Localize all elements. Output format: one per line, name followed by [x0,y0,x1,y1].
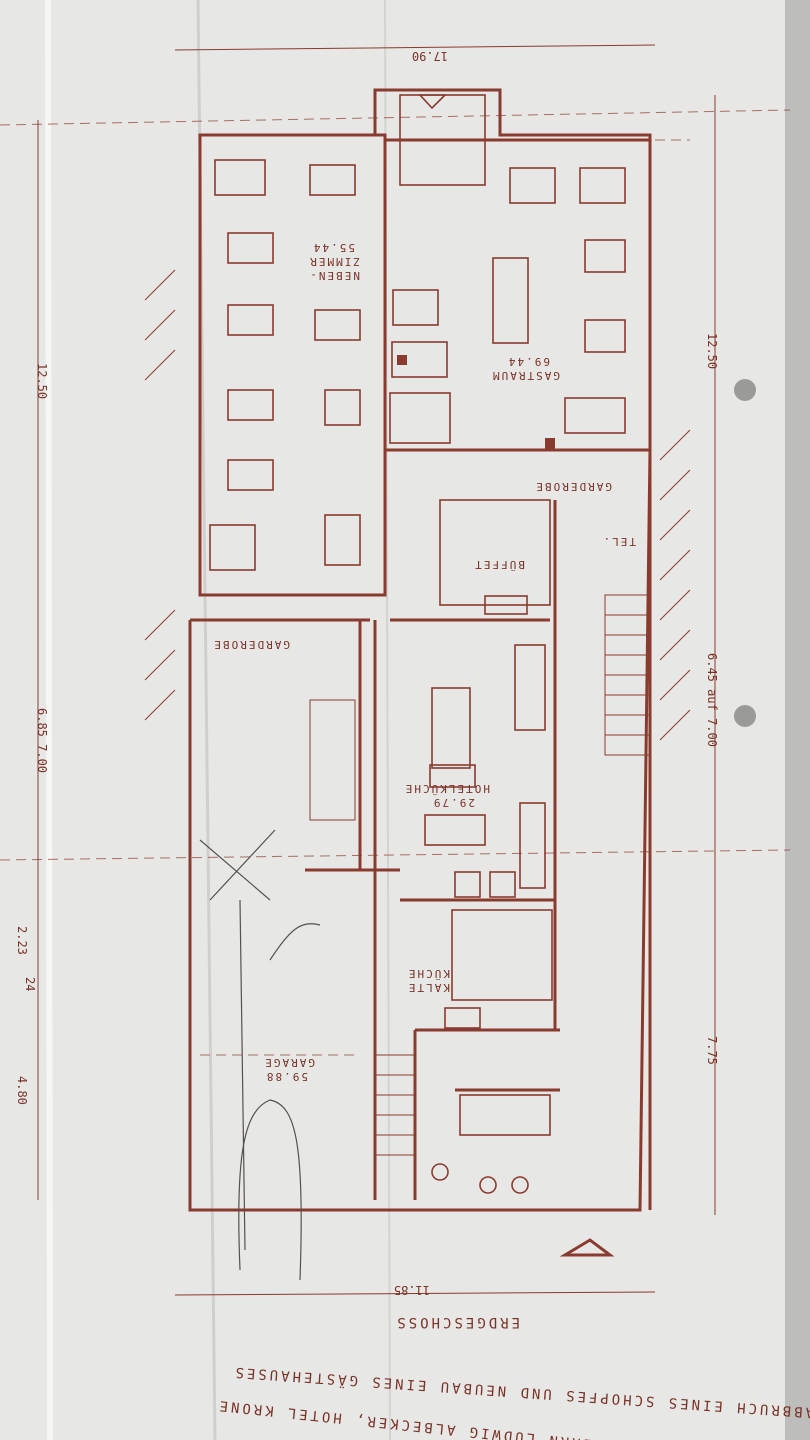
dim-left-upper: 12.50 [35,363,49,399]
room-label-kalte: KALTE [407,981,450,994]
dimension-lines: 17.90 11.85 12.50 6.45 auf 7.00 7.75 12.… [15,44,719,1297]
furniture [199,159,651,1281]
room-area-gastraum: 69.44 [507,355,550,368]
paper [0,0,785,1440]
dim-top-width: 17.90 [412,49,448,63]
room-labels: NEBEN- ZIMMER 55.44 GASTRAUM 69.44 GARDE… [212,241,636,1083]
paper-shadow [785,0,810,1440]
dim-right-middle: 6.45 auf 7.00 [705,653,719,747]
dim-bottom-width: 11.85 [394,1283,430,1297]
room-label-bueffet: BÜFFET [473,558,525,571]
fold-line [45,0,53,1440]
dim-right-lower: 7.75 [705,1036,719,1065]
room-label-tel: TEL. [602,535,637,548]
floor-label: ERDGESCHOSS [394,1314,520,1330]
room-label-hotelkueche: HOTELKÜCHE [404,782,490,795]
room-label-kueche: KÜCHE [407,967,450,980]
dim-left-middle: 6.85 7.00 [35,708,49,773]
room-label-nebenzimmer-2: ZIMMER [308,255,360,268]
punch-hole [734,705,756,727]
north-arrow-icon [559,1238,615,1257]
room-label-garderobe-right: GARDEROBE [534,480,612,493]
dim-left-tick: 24 [23,977,37,991]
dim-right-upper: 12.50 [705,333,719,369]
room-label-nebenzimmer: NEBEN- [308,269,360,282]
room-area-garage: 59.88 [265,1070,308,1083]
dim-left-a: 2.23 [15,926,29,955]
room-label-gastraum: GASTRAUM [491,369,560,382]
room-label-garderobe-left: GARDEROBE [212,638,290,651]
punch-hole [734,379,756,401]
room-label-garage: GARAGE [263,1056,315,1069]
room-area-nebenzimmer: 55.44 [312,241,355,254]
dim-left-b: 4.80 [15,1076,29,1105]
room-area-hotelkueche: 29.79 [432,796,475,809]
